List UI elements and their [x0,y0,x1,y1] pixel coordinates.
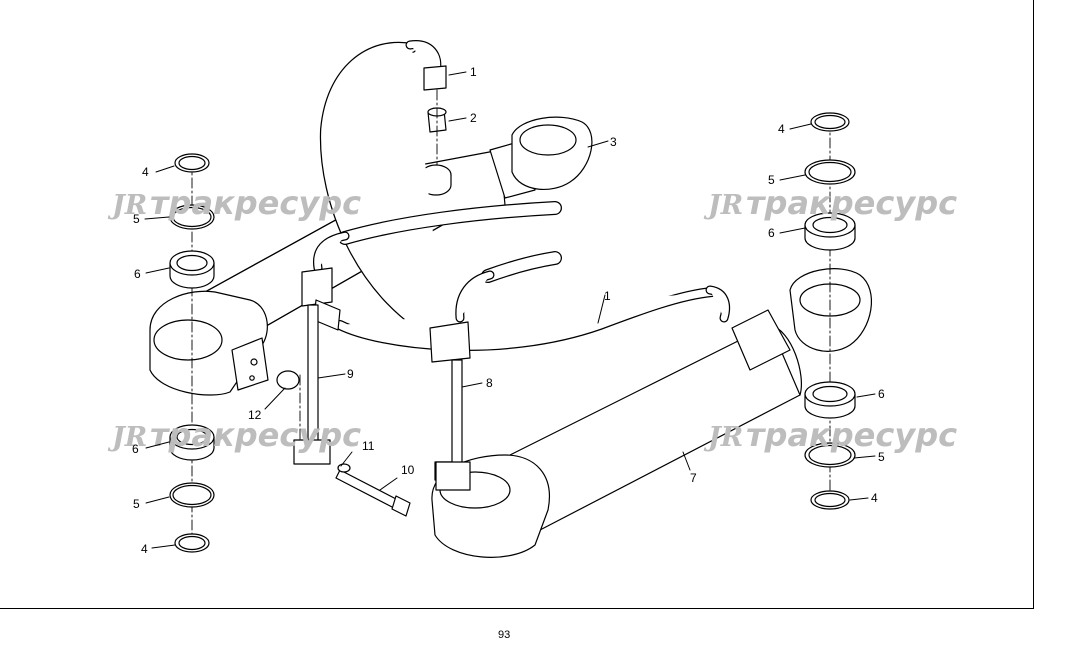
callout-3: 3 [610,135,617,149]
right-cylinder [431,268,873,558]
callout-4-left-top: 4 [142,165,149,179]
callout-6-left-bottom: 6 [132,442,139,456]
callout-4-left-bottom: 4 [141,542,148,556]
callout-2: 2 [470,111,477,125]
callout-1-hose: 1 [604,289,611,303]
svg-text:JR: JR [703,190,743,221]
left-seals [169,153,215,553]
bolt [335,463,411,517]
callout-11: 11 [362,439,375,453]
leader-lines [144,71,876,549]
callout-7: 7 [690,471,697,485]
callout-6-left-top: 6 [134,267,141,281]
svg-text:тракресурс: тракресурс [746,184,957,222]
callout-6-right-bottom: 6 [878,387,885,401]
page-frame [0,0,1034,609]
hoses [312,40,731,351]
callout-5-left-bottom: 5 [133,497,140,511]
callout-labels: 1 2 3 4 5 6 6 5 4 4 5 6 6 5 4 1 7 8 9 10… [132,65,885,556]
watermark-bottom-right: JR тракресурс [703,416,957,454]
callout-1-top: 1 [470,65,477,79]
watermarks: JR тракресурс JR тракресурс JR тракресур… [107,184,957,454]
watermark-bottom-left: JR тракресурс [107,416,361,454]
mount-plate [231,337,269,391]
tee-fittings [293,267,471,491]
right-seals [804,112,856,510]
svg-text:тракресурс: тракресурс [150,416,361,454]
callout-5-left-top: 5 [133,212,140,226]
callout-4-right-bottom: 4 [871,491,878,505]
watermark-top-right: JR тракресурс [703,184,957,222]
callout-6-right-top: 6 [768,226,775,240]
svg-text:JR: JR [107,422,147,453]
svg-text:тракресурс: тракресурс [746,416,957,454]
callout-10: 10 [401,463,415,477]
callout-4-right-top: 4 [778,122,785,136]
o-ring [276,370,300,390]
callout-12: 12 [248,408,262,422]
svg-text:JR: JR [107,190,147,221]
watermark-top-left: JR тракресурс [107,184,361,222]
svg-text:тракресурс: тракресурс [150,184,361,222]
callout-9: 9 [347,367,354,381]
callout-5-right-bottom: 5 [878,450,885,464]
page-number: 93 [498,629,511,641]
svg-text:JR: JR [703,422,743,453]
rear-cylinder [419,116,593,223]
callout-5-right-top: 5 [768,173,775,187]
callout-8: 8 [486,376,493,390]
